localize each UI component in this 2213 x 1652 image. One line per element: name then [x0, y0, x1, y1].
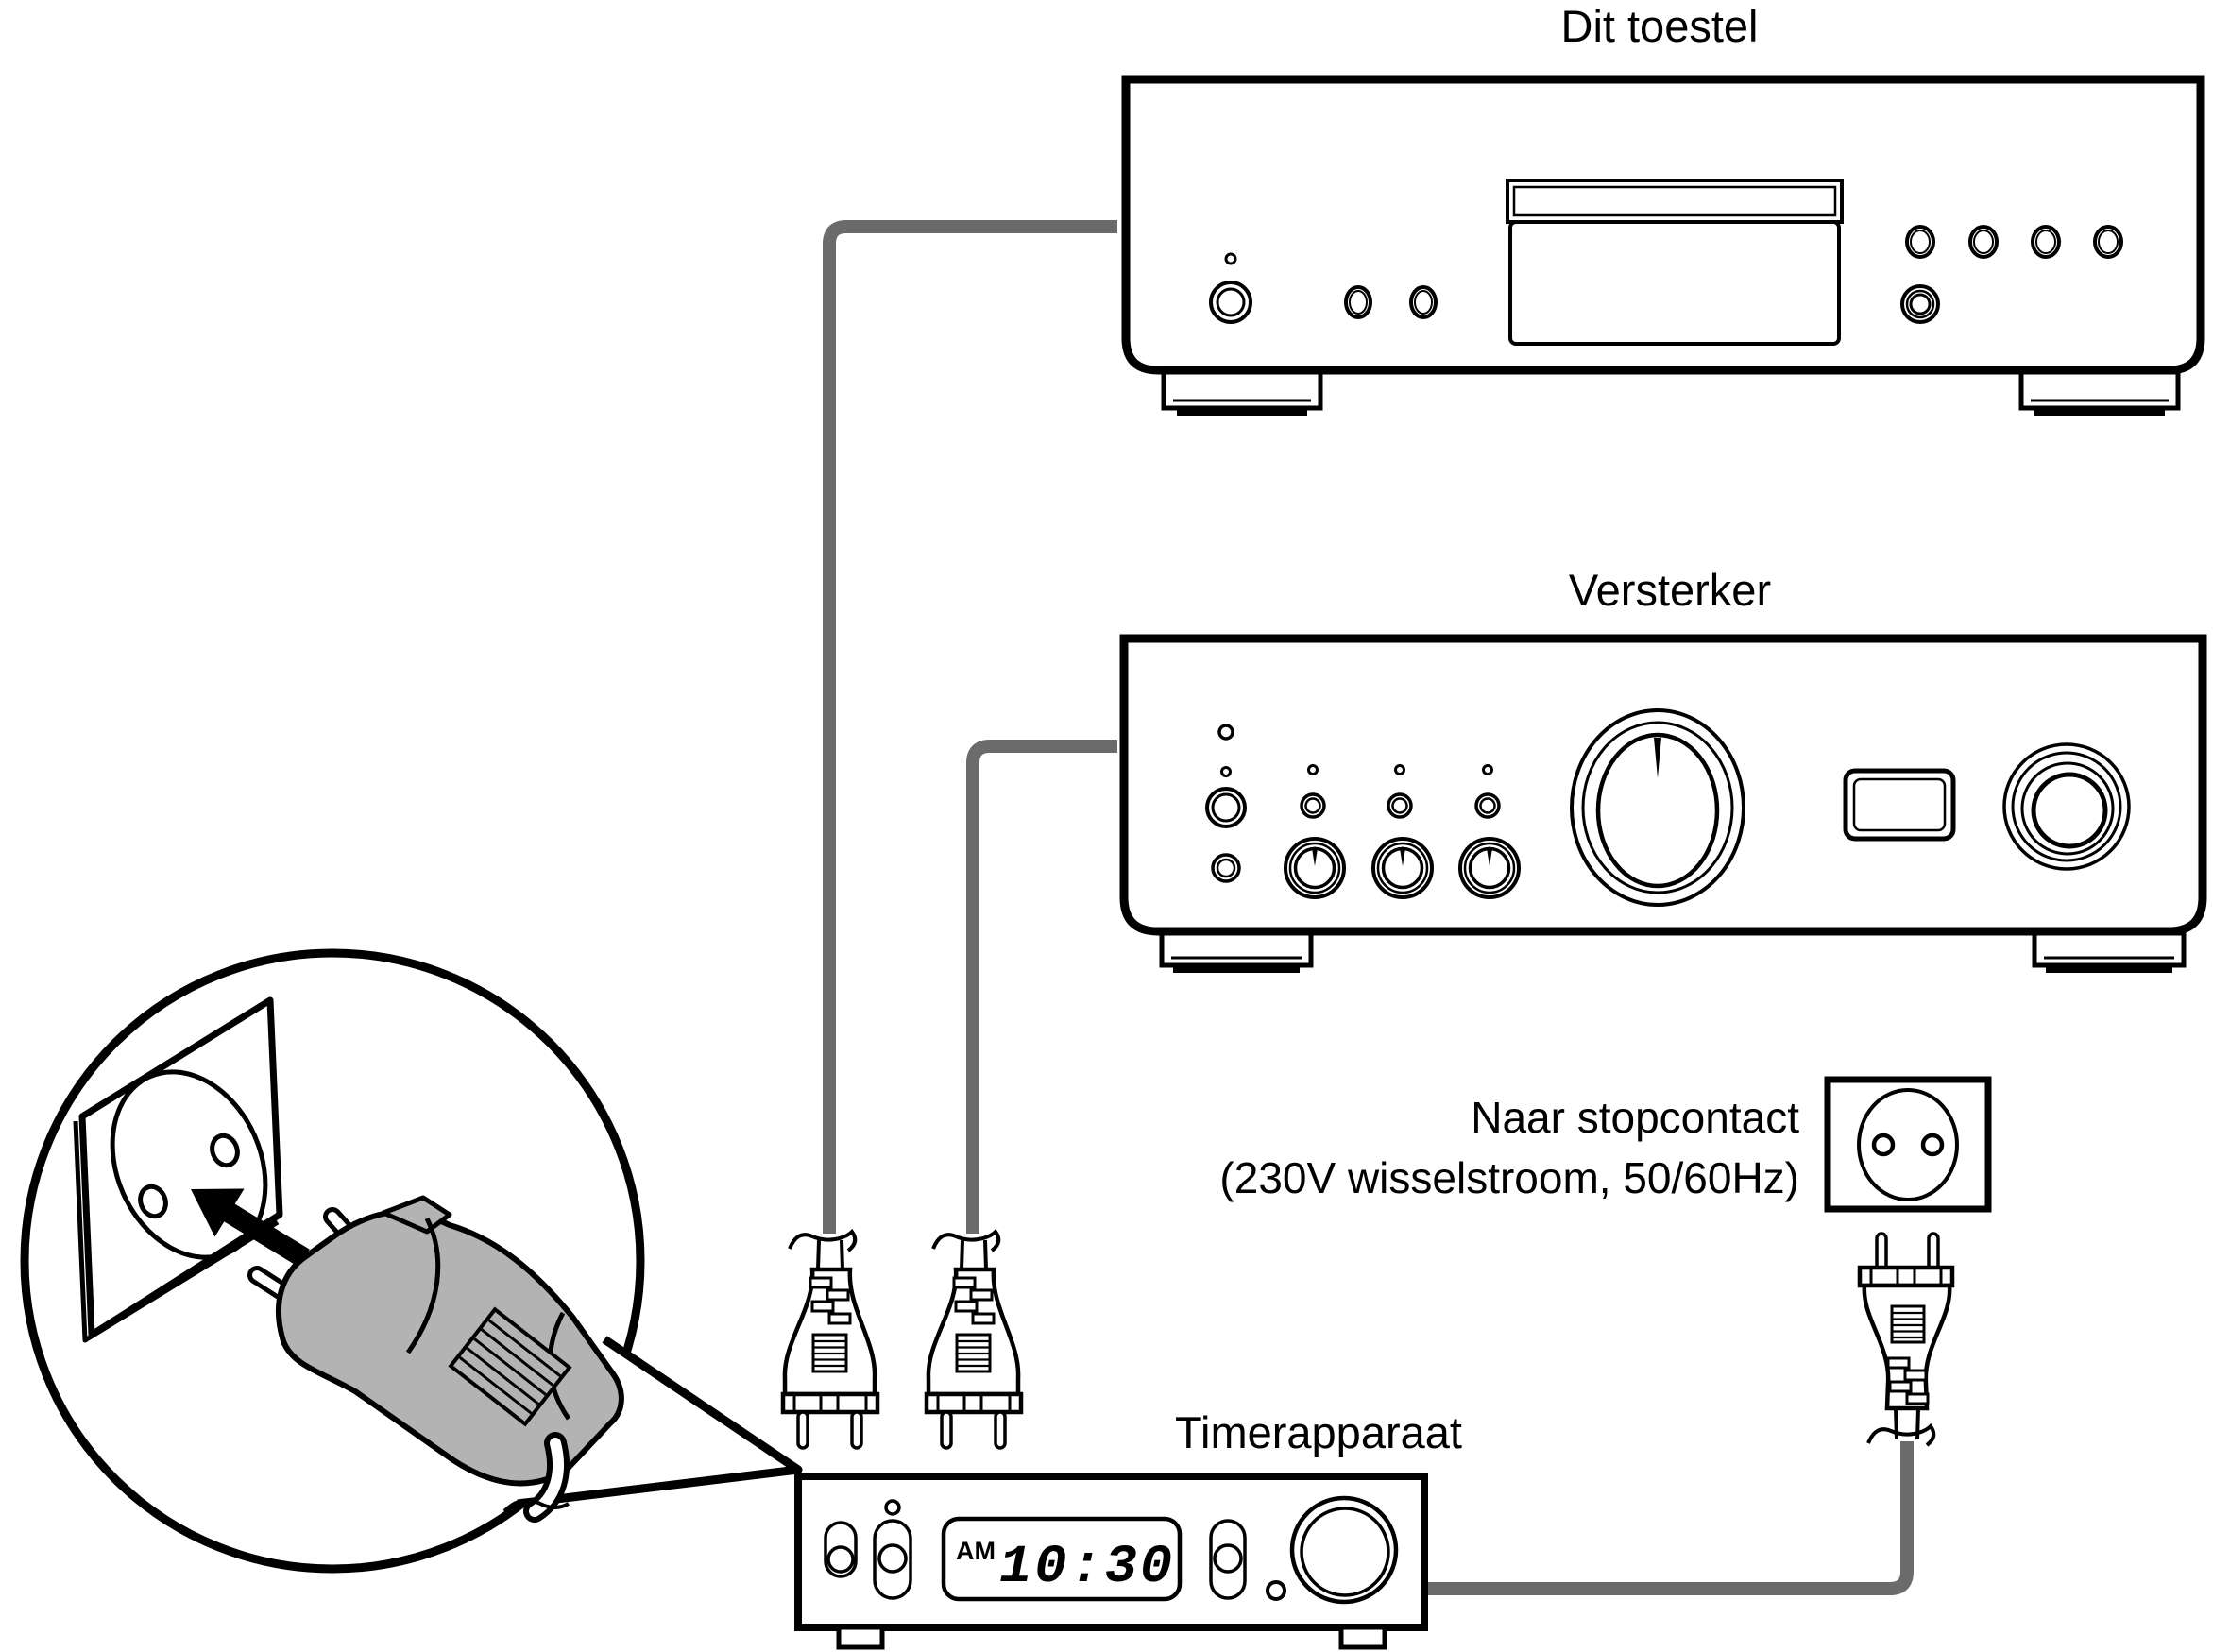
label-this-unit: Dit toestel [1561, 1, 1759, 51]
cable-break-squiggle [1866, 1422, 1936, 1447]
timer-time: 10:30 [999, 1538, 1175, 1598]
plug-latch [381, 1195, 452, 1235]
label-outlet-line2: (230V wisselstroom, 50/60Hz) [1219, 1153, 1799, 1202]
amp-small-button-1 [1300, 792, 1326, 819]
cd-power-button [1209, 281, 1252, 324]
label-timer: Timerapparaat [1175, 1407, 1462, 1457]
plug-cable-stub [502, 1432, 570, 1523]
amp-dot [1220, 766, 1232, 777]
amp-knob [1458, 837, 1521, 899]
cable-break-squiggle [788, 1228, 858, 1252]
plug-grip-hatch [811, 1333, 848, 1373]
callout-magnifier-bubble [20, 948, 803, 1574]
amplifier-foot-right [2032, 930, 2187, 973]
cd-small-button-2 [1409, 285, 1438, 319]
cd-play-button [1900, 284, 1940, 324]
amp-volume-knob [1570, 708, 1745, 907]
power-cables [823, 220, 1914, 1595]
timer-foot-left [836, 1625, 885, 1650]
amplifier-icon [1119, 634, 2207, 973]
amp-dot [1307, 764, 1319, 775]
amp-small-button-3 [1474, 792, 1501, 819]
cd-led-dot [1224, 252, 1237, 265]
cable-timer-to-outlet [1417, 1441, 1914, 1595]
timer-switch-2 [873, 1519, 912, 1600]
plug-grip-hatch [1890, 1304, 1926, 1344]
cable-cd-player [823, 220, 1117, 1234]
timer-clock-display: AM 10:30 [941, 1516, 1183, 1602]
power-plug-down-icon [927, 1232, 1021, 1448]
callout-power-plug [247, 1195, 624, 1523]
timer-switch-1 [824, 1521, 858, 1578]
cd-player-foot-right [2018, 369, 2181, 416]
cd-player-icon [1121, 75, 2205, 416]
timer-foot-right [1338, 1625, 1387, 1650]
power-plug-down-icon [780, 1228, 880, 1450]
wall-outlet-icon [1824, 1076, 1992, 1213]
amp-led-dot [1217, 724, 1234, 741]
amp-tone-knobs [1284, 837, 1521, 899]
amp-knob [1284, 837, 1346, 899]
cd-small-button-1 [1344, 285, 1372, 319]
timer-device-icon: AM 10:30 [794, 1473, 1428, 1650]
amp-dot [1394, 764, 1405, 775]
callout-wall-outlet [73, 996, 283, 1343]
timer-led-dot [884, 1499, 901, 1516]
amp-small-button-2 [1387, 792, 1413, 819]
timer-knob [1289, 1495, 1399, 1605]
amp-phones-jack [1211, 853, 1241, 883]
timer-small-button [1266, 1580, 1286, 1601]
cable-amplifier [966, 740, 1117, 1234]
timer-meridiem: AM [956, 1537, 996, 1565]
amp-dot [1482, 764, 1493, 775]
label-amplifier: Versterker [1569, 565, 1771, 615]
timer-switch-3 [1209, 1519, 1247, 1600]
cd-disc-tray [1506, 179, 1844, 346]
amplifier-foot-left [1159, 930, 1314, 973]
amp-knob [1371, 837, 1434, 899]
amp-display-window [1843, 768, 1956, 842]
cd-transport-buttons [1905, 225, 2123, 259]
label-outlet-line1: Naar stopcontact [1471, 1093, 1799, 1142]
amp-selector-knob [2002, 742, 2131, 871]
plug-grip-hatch [448, 1306, 572, 1427]
insert-arrow-icon [191, 1188, 310, 1268]
power-plug-up-icon [1857, 1232, 1955, 1447]
cd-player-foot-left [1161, 369, 1323, 416]
amp-power-button [1205, 787, 1247, 828]
